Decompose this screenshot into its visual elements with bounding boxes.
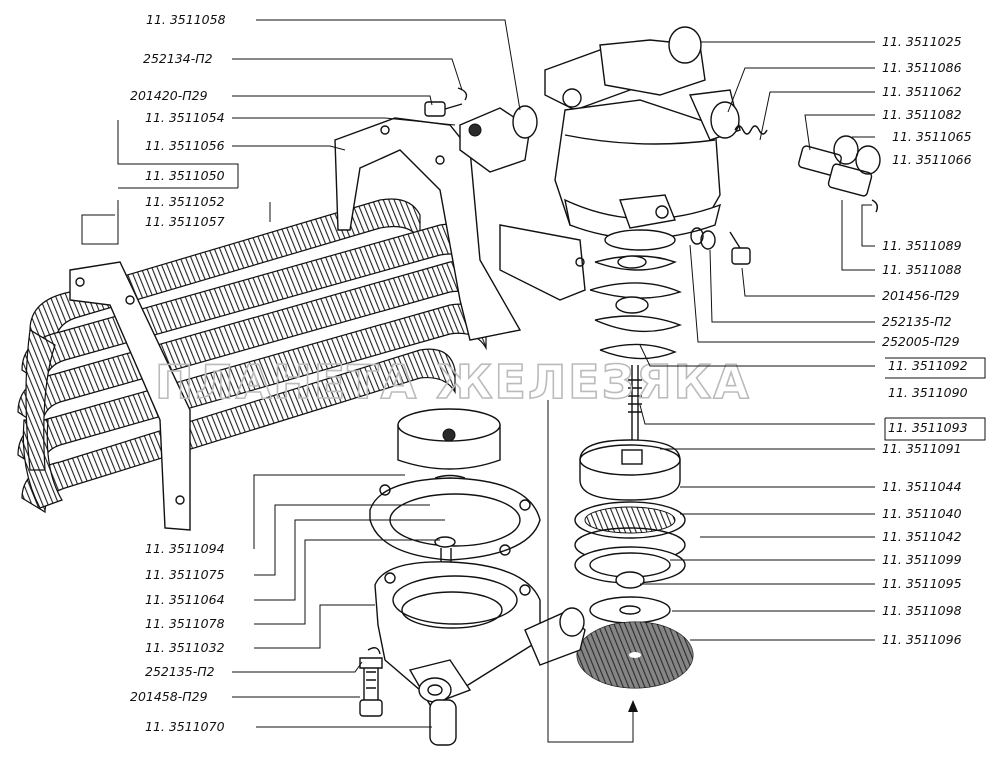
- label-11-3511096: 11. 3511096: [882, 632, 962, 647]
- label-11-3511095: 11. 3511095: [882, 576, 962, 591]
- label-11-3511040: 11. 3511040: [882, 506, 962, 521]
- label-11-3511070: 11. 3511070: [145, 719, 225, 734]
- filter-housing-top: [544, 26, 741, 251]
- label-11-3511032: 11. 3511032: [145, 640, 225, 655]
- label-11-3511098: 11. 3511098: [882, 603, 962, 618]
- label-11-3511057: 11. 3511057: [145, 214, 225, 229]
- label-252135-p2: 252135-П2: [882, 314, 952, 329]
- lower-pump-body: [359, 408, 586, 746]
- label-11-3511052: 11. 3511052: [145, 194, 225, 209]
- label-11-3511093: 11. 3511093: [888, 420, 968, 435]
- label-11-3511044: 11. 3511044: [882, 479, 962, 494]
- label-11-3511066: 11. 3511066: [892, 152, 972, 167]
- leader-lines: [81, 19, 986, 743]
- label-11-3511089: 11. 3511089: [882, 238, 962, 253]
- label-252135-p2-bottom: 252135-П2: [145, 664, 215, 679]
- heat-exchanger-coil: [17, 87, 586, 531]
- label-11-3511088: 11. 3511088: [882, 262, 962, 277]
- label-201420-p29: 201420-П29: [130, 88, 208, 103]
- label-11-3511094: 11. 3511094: [145, 541, 225, 556]
- label-252134-p2: 252134-П2: [143, 51, 213, 66]
- label-11-3511064: 11. 3511064: [145, 592, 225, 607]
- label-11-3511062: 11. 3511062: [882, 84, 962, 99]
- label-11-3511092: 11. 3511092: [888, 358, 968, 373]
- label-11-3511065: 11. 3511065: [892, 129, 972, 144]
- label-11-3511099: 11. 3511099: [882, 552, 962, 567]
- label-11-3511086: 11. 3511086: [882, 60, 962, 75]
- label-11-3511091: 11. 3511091: [882, 441, 962, 456]
- label-11-3511050: 11. 3511050: [145, 168, 225, 183]
- label-201458-p29: 201458-П29: [130, 689, 208, 704]
- label-11-3511090: 11. 3511090: [888, 385, 968, 400]
- label-252005-p29: 252005-П29: [882, 334, 960, 349]
- label-11-3511054: 11. 3511054: [145, 110, 225, 125]
- label-11-3511075: 11. 3511075: [145, 567, 225, 582]
- label-11-3511042: 11. 3511042: [882, 529, 962, 544]
- valve-assembly: [690, 125, 881, 265]
- label-11-3511058: 11. 3511058: [146, 12, 226, 27]
- label-11-3511025: 11. 3511025: [882, 34, 962, 49]
- label-11-3511082: 11. 3511082: [882, 107, 962, 122]
- filter-stack: [574, 255, 694, 689]
- label-201456-p29: 201456-П29: [882, 288, 960, 303]
- watermark: ПЛАНЕТА ЖЕЛЕЗЯКА: [155, 355, 751, 409]
- label-11-3511056: 11. 3511056: [145, 138, 225, 153]
- part-labels: 11. 3511058 252134-П2 201420-П29 11. 351…: [130, 12, 972, 734]
- label-11-3511078: 11. 3511078: [145, 616, 225, 631]
